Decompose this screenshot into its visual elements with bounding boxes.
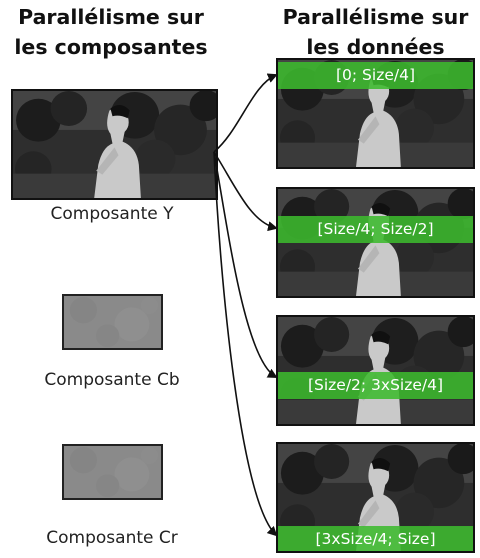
arrow-to-chunk-2 [213,151,278,232]
image-chunk-2: [Size/4; Size/2] [276,187,475,298]
image-chunk-4: [3xSize/4; Size] [276,442,475,553]
arrow-to-chunk-4 [213,151,278,537]
image-cb-component [62,294,163,350]
caption-y: Composante Y [50,204,174,224]
image-chunk-1: [0; Size/4] [276,58,475,169]
chunk-3-range-label: [Size/2; 3xSize/4] [278,372,473,399]
heading-right-line1: Parallélisme sur [282,5,469,29]
image-cr-component [62,444,163,500]
caption-cb: Composante Cb [44,370,180,390]
caption-cr: Composante Cr [46,528,178,548]
image-chunk-3: [Size/2; 3xSize/4] [276,315,475,426]
chunk-2-range-label: [Size/4; Size/2] [278,216,473,243]
heading-left-line2: les composantes [14,35,208,59]
heading-component-parallelism: Parallélisme sur les composantes [0,2,222,62]
image-y-component [11,89,218,200]
chunk-4-range-label: [3xSize/4; Size] [278,526,473,551]
chunk-1-range-label: [0; Size/4] [278,62,473,89]
heading-right-line2: les données [306,35,445,59]
heading-data-parallelism: Parallélisme sur les données [271,2,480,62]
arrow-to-chunk-3 [213,151,278,378]
arrow-to-chunk-1 [213,73,278,153]
heading-left-line1: Parallélisme sur [18,5,204,29]
